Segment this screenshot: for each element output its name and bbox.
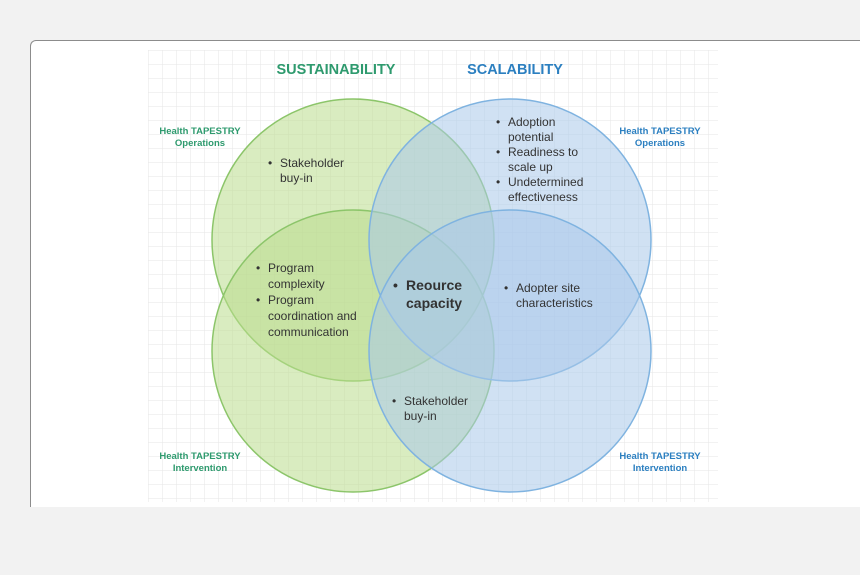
bullet-dot: • <box>256 261 260 275</box>
bullet-dot: • <box>496 115 500 129</box>
bullet-dot: • <box>392 394 396 408</box>
venn-diagram: SUSTAINABILITY SCALABILITY Health TAPEST… <box>148 50 718 502</box>
bullet-dot: • <box>268 156 272 170</box>
sustainability-heading: SUSTAINABILITY <box>277 62 396 78</box>
scalability-intervention-circle <box>368 209 652 493</box>
scalability-heading: SCALABILITY <box>467 62 563 78</box>
bullet-dot: • <box>496 175 500 189</box>
bullet-dot: • <box>256 293 260 307</box>
circle-group <box>211 98 652 493</box>
bullet-dot: • <box>504 281 508 295</box>
bullet-dot: • <box>393 277 398 293</box>
bullet-dot: • <box>496 145 500 159</box>
